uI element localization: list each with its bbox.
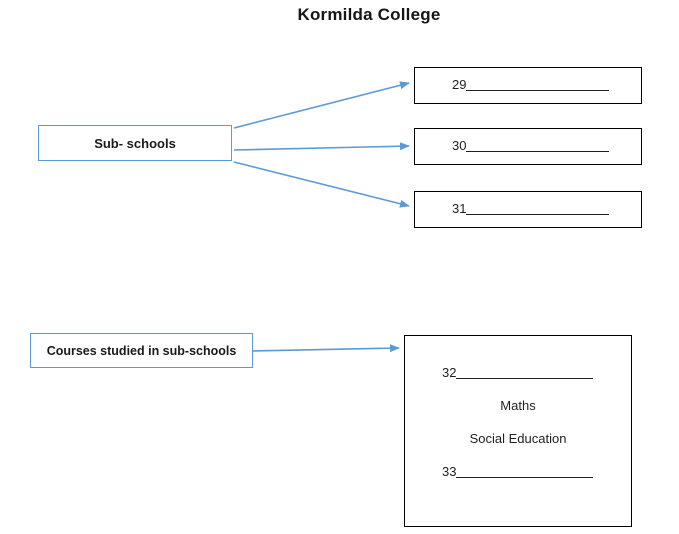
courses-content-box: 32 Maths Social Education 33 xyxy=(404,335,632,527)
answer-blank-29[interactable] xyxy=(466,90,610,91)
arrow-courses-to-box xyxy=(252,344,400,353)
courses-label-box: Courses studied in sub-schools xyxy=(30,333,253,368)
answer-blank-32[interactable] xyxy=(456,378,594,379)
course-row-social-education: Social Education xyxy=(469,431,567,446)
answer-box-31: 31 xyxy=(414,191,642,228)
answer-number-31: 31 xyxy=(452,201,467,216)
answer-number-29: 29 xyxy=(452,77,467,92)
sub-schools-label: Sub- schools xyxy=(94,135,176,151)
answer-box-29: 29 xyxy=(414,67,642,104)
courses-label: Courses studied in sub-schools xyxy=(46,343,237,358)
course-row-33: 33 xyxy=(405,455,631,488)
page-title: Kormilda College xyxy=(297,5,441,24)
course-row-maths: Maths xyxy=(500,398,536,413)
answer-blank-30[interactable] xyxy=(466,151,610,152)
answer-number-33: 33 xyxy=(442,464,457,479)
arrow-subschools-to-30 xyxy=(233,142,410,151)
answer-number-32: 32 xyxy=(442,365,457,380)
sub-schools-box: Sub- schools xyxy=(38,125,232,161)
arrow-subschools-to-31 xyxy=(233,161,410,208)
arrow-subschools-to-29 xyxy=(233,81,410,129)
answer-box-30: 30 xyxy=(414,128,642,165)
course-row-32: 32 xyxy=(405,356,631,389)
answer-blank-31[interactable] xyxy=(466,214,610,215)
answer-number-30: 30 xyxy=(452,138,467,153)
answer-blank-33[interactable] xyxy=(456,477,594,478)
